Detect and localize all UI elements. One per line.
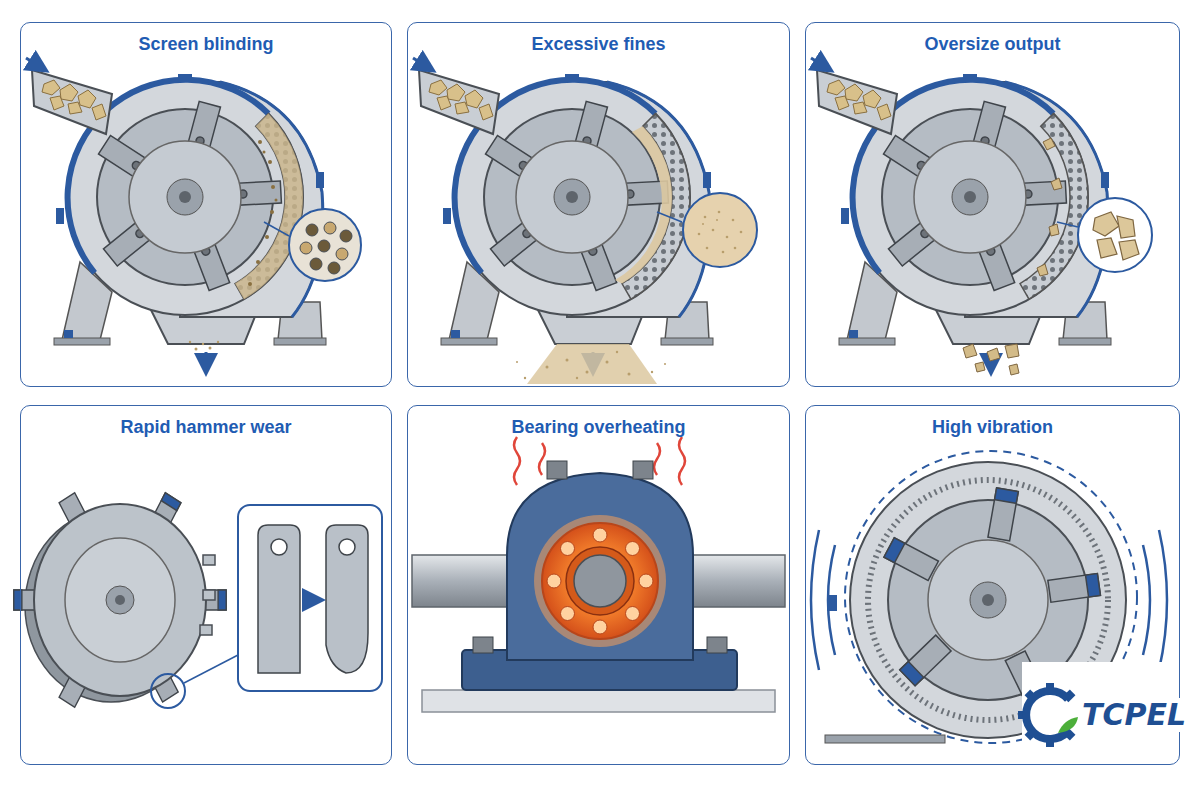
problem-panel: Bearing overheating bbox=[407, 405, 790, 765]
mill-screen-blinding bbox=[26, 58, 361, 368]
panel-title: Oversize output bbox=[806, 32, 1179, 56]
mill-oversize-output bbox=[811, 58, 1152, 375]
problem-panel: Excessive fines bbox=[407, 22, 790, 387]
logo-gear bbox=[1018, 683, 1078, 747]
panel-title: Screen blinding bbox=[21, 32, 391, 56]
panel-title: High vibration bbox=[806, 415, 1179, 439]
panel-title: Bearing overheating bbox=[408, 415, 789, 439]
panel-title: Excessive fines bbox=[408, 32, 789, 56]
problem-panel: Oversize output bbox=[805, 22, 1180, 387]
panel-title: Rapid hammer wear bbox=[21, 415, 391, 439]
logo-text: TCPEL bbox=[1080, 698, 1188, 732]
pillow-block-bearing bbox=[412, 437, 785, 712]
mill-excessive-fines bbox=[413, 58, 757, 384]
rotor-hammer-wear bbox=[14, 493, 382, 708]
problem-panel: Screen blinding bbox=[20, 22, 392, 387]
problem-panel: Rapid hammer wear bbox=[20, 405, 392, 765]
